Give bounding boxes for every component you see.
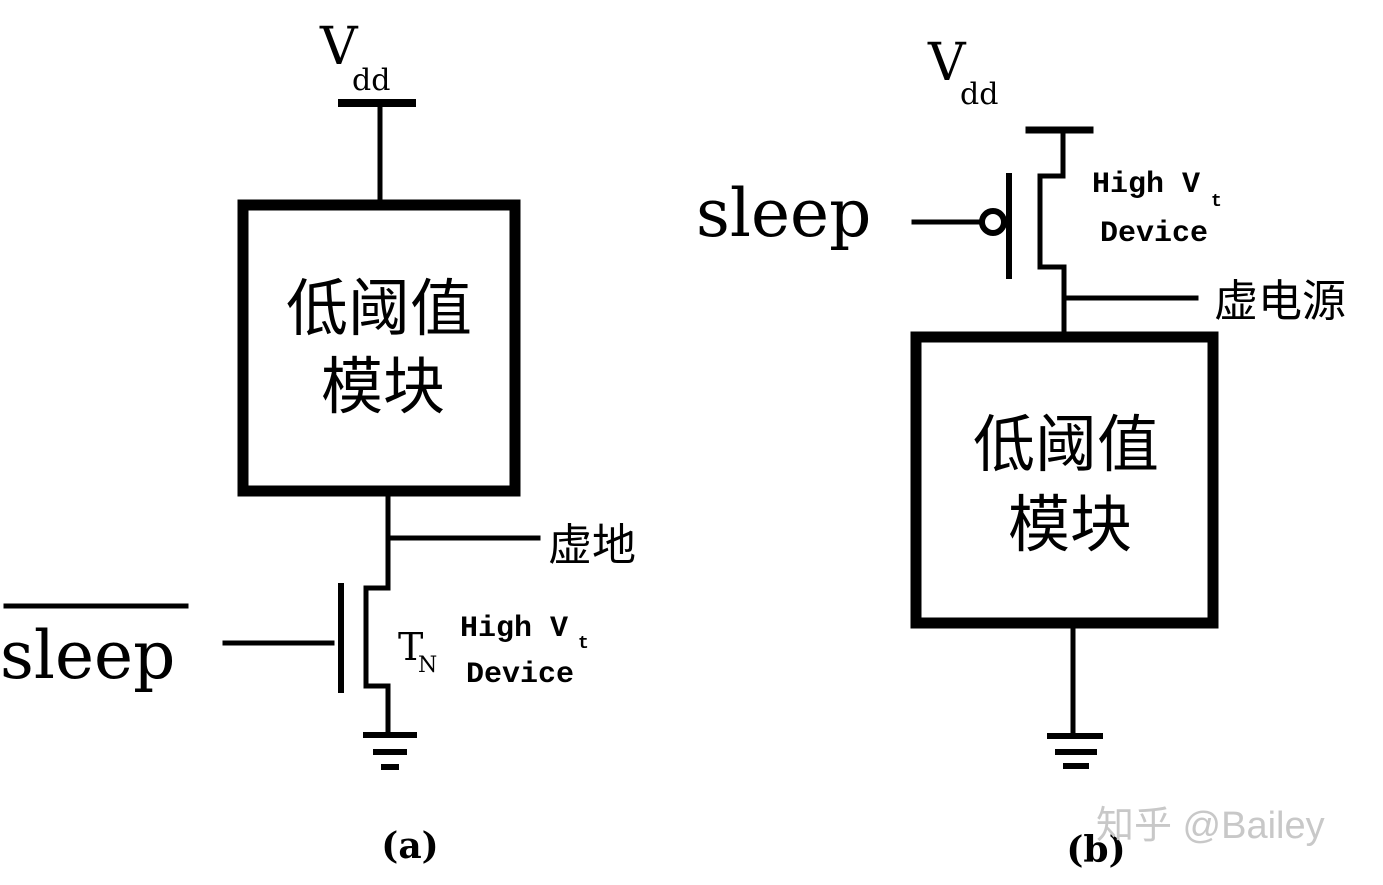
caption-a: (a) <box>381 825 438 867</box>
block-label-a-line1: 低阈值 <box>286 272 472 345</box>
circuit-a: V dd 低阈值 模块 虚地 sleep T N High V t Device… <box>0 17 636 867</box>
low-vt-block-a <box>237 199 521 497</box>
device-label-b-sub: t <box>1211 192 1222 212</box>
device-label-a-sub: t <box>578 634 589 654</box>
vdd-sub-b: dd <box>960 77 998 112</box>
tn-label: T <box>398 625 423 669</box>
low-vt-block-b <box>910 331 1219 629</box>
vdd-label-a: V <box>319 17 359 77</box>
sleep-label: sleep <box>696 175 871 252</box>
block-label-b-line2: 模块 <box>1008 488 1132 561</box>
block-label-a-line2: 模块 <box>321 350 445 423</box>
device-label-b-line1: High V <box>1092 168 1200 202</box>
pmos-inversion-bubble <box>979 208 1007 236</box>
device-label-a-line1: High V <box>460 612 568 646</box>
device-label-b-line2: Device <box>1100 217 1208 251</box>
caption-b: (b) <box>1066 829 1125 871</box>
virtual-ground-label: 虚地 <box>548 520 636 571</box>
watermark: 知乎 @Bailey <box>1096 805 1325 847</box>
ground-icon-a <box>363 732 417 770</box>
device-label-a-line2: Device <box>466 658 574 692</box>
virtual-vdd-label: 虚电源 <box>1214 276 1346 327</box>
sleep-bar-label: sleep <box>0 617 175 694</box>
vdd-label-b: V <box>927 33 967 93</box>
tn-sub: N <box>418 653 437 678</box>
ground-icon-b <box>1047 733 1103 769</box>
nmos-channel <box>363 585 391 738</box>
circuit-b: V dd sleep High V t Device 虚电源 低阈值 模块 (b… <box>696 33 1346 871</box>
block-label-b-line1: 低阈值 <box>973 408 1159 481</box>
pmos-channel <box>1037 127 1067 335</box>
vdd-sub-a: dd <box>352 63 390 98</box>
